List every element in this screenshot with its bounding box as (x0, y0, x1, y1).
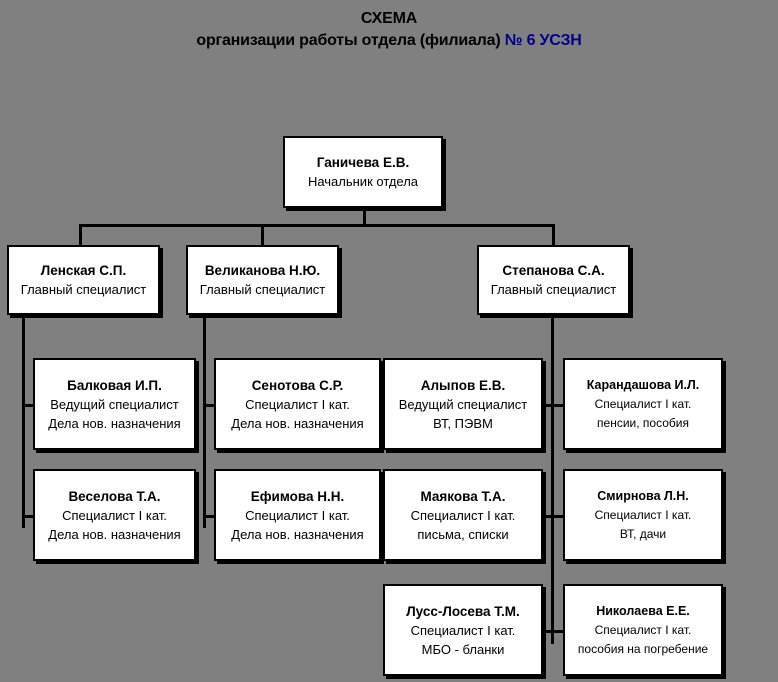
node-c2r1[interactable]: Сенотова С.Р. Специалист I кат. Дела нов… (214, 358, 381, 450)
connector-level1-bar (79, 224, 555, 227)
node-c4r1[interactable]: Карандашова И.Л. Специалист I кат. пенси… (563, 358, 723, 450)
node-head-position: Начальник отдела (307, 174, 419, 189)
node-c3r1[interactable]: Алыпов Е.В. Ведущий специалист ВТ, ПЭВМ (383, 358, 543, 450)
title-line-2-accent: № 6 УСЗН (504, 32, 582, 49)
connector-stub-c4r3 (551, 630, 565, 633)
node-c3r2[interactable]: Маякова Т.А. Специалист I кат. письма, с… (383, 469, 543, 561)
node-spec3-position: Главный специалист (490, 282, 617, 297)
connector-head-stem (363, 207, 366, 227)
node-c2r1-position: Специалист I кат. (245, 396, 350, 412)
node-c3r1-duties: ВТ, ПЭВМ (433, 415, 493, 431)
title-line-1: СХЕМА (360, 10, 418, 27)
node-c3r2-duties: письма, списки (417, 526, 509, 542)
node-c4r3-name: Николаева Е.Е. (596, 603, 690, 618)
connector-stub-c3r1 (540, 404, 554, 407)
connector-spine-col34 (551, 314, 554, 644)
connector-drop-spec1 (79, 224, 82, 246)
node-c4r2-position: Специалист I кат. (594, 507, 692, 522)
node-spec3[interactable]: Степанова С.А. Главный специалист (477, 245, 630, 315)
connector-stub-c1r2 (22, 515, 35, 518)
connector-stub-c1r1 (22, 404, 35, 407)
node-c1r1-duties: Дела нов. назначения (48, 415, 181, 431)
node-c4r3-duties: пособия на погребение (577, 641, 709, 656)
node-head[interactable]: Ганичева Е.В. Начальник отдела (283, 136, 443, 208)
connector-drop-spec2 (261, 224, 264, 246)
node-spec3-name: Степанова С.А. (502, 263, 605, 278)
node-c1r1-name: Балковая И.П. (67, 377, 162, 393)
node-c1r1[interactable]: Балковая И.П. Ведущий специалист Дела но… (33, 358, 196, 450)
node-spec2-position: Главный специалист (199, 282, 326, 297)
node-c1r2[interactable]: Веселова Т.А. Специалист I кат. Дела нов… (33, 469, 196, 561)
node-c3r1-position: Ведущий специалист (398, 396, 528, 412)
node-c3r1-name: Алыпов Е.В. (420, 377, 506, 393)
node-spec2[interactable]: Великанова Н.Ю. Главный специалист (186, 245, 339, 315)
node-c1r2-duties: Дела нов. назначения (48, 526, 181, 542)
node-c3r2-name: Маякова Т.А. (420, 488, 506, 504)
node-spec1-position: Главный специалист (20, 282, 147, 297)
node-c4r1-duties: пенсии, пособия (597, 415, 689, 430)
node-spec1-name: Ленская С.П. (40, 263, 127, 278)
connector-drop-spec3 (552, 224, 555, 246)
node-c3r3[interactable]: Лусс-Лосева Т.М. Специалист I кат. МБО -… (383, 584, 543, 676)
node-c3r3-name: Лусс-Лосева Т.М. (406, 603, 520, 619)
connector-stub-c3r2 (540, 515, 554, 518)
node-c2r2-duties: Дела нов. назначения (231, 526, 364, 542)
node-c4r1-name: Карандашова И.Л. (586, 377, 700, 392)
connector-stub-c4r2 (551, 515, 565, 518)
node-c1r2-name: Веселова Т.А. (68, 488, 161, 504)
connector-stub-c3r3 (540, 630, 554, 633)
connector-spine-col2 (203, 314, 206, 528)
chart-title: СХЕМА организации работы отдела (филиала… (0, 8, 778, 52)
node-c3r3-position: Специалист I кат. (410, 622, 516, 638)
connector-stub-c2r2 (203, 515, 216, 518)
connector-stub-c4r1 (551, 404, 565, 407)
connector-stub-c2r1 (203, 404, 216, 407)
node-c2r2-name: Ефимова Н.Н. (250, 488, 345, 504)
title-line-2: организации работы отдела (филиала) № 6 … (0, 30, 778, 52)
node-c3r2-position: Специалист I кат. (410, 507, 516, 523)
node-c4r3-position: Специалист I кат. (594, 622, 692, 637)
node-c2r1-duties: Дела нов. назначения (231, 415, 364, 431)
node-c4r2-duties: ВТ, дачи (619, 526, 667, 541)
node-c1r2-position: Специалист I кат. (62, 507, 167, 523)
node-c4r2[interactable]: Смирнова Л.Н. Специалист I кат. ВТ, дачи (563, 469, 723, 561)
node-head-name: Ганичева Е.В. (316, 155, 410, 170)
node-c4r2-name: Смирнова Л.Н. (597, 488, 689, 503)
node-spec2-name: Великанова Н.Ю. (204, 263, 321, 278)
title-line-2-main: организации работы отдела (филиала) (196, 32, 505, 49)
node-c4r1-position: Специалист I кат. (594, 396, 692, 411)
node-spec1[interactable]: Ленская С.П. Главный специалист (7, 245, 160, 315)
node-c1r1-position: Ведущий специалист (50, 396, 179, 412)
node-c3r3-duties: МБО - бланки (421, 641, 505, 657)
connector-spine-col1 (22, 314, 25, 528)
node-c2r2-position: Специалист I кат. (245, 507, 350, 523)
node-c2r1-name: Сенотова С.Р. (251, 377, 344, 393)
node-c4r3[interactable]: Николаева Е.Е. Специалист I кат. пособия… (563, 584, 723, 676)
node-c2r2[interactable]: Ефимова Н.Н. Специалист I кат. Дела нов.… (214, 469, 381, 561)
